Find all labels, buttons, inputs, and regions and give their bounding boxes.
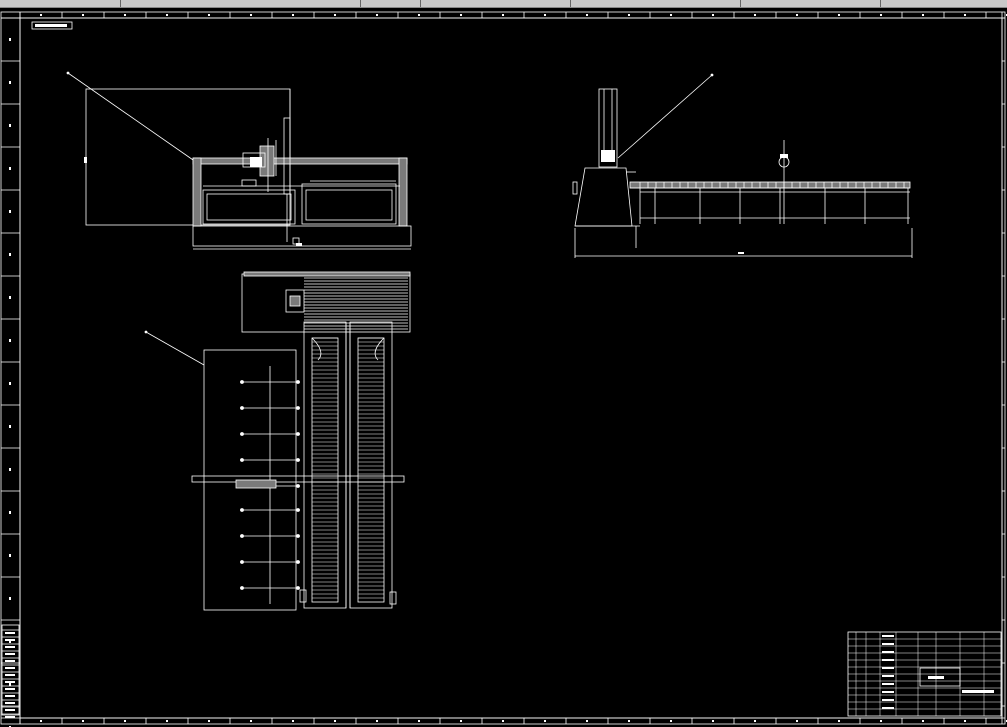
left-edge-stamp <box>1 624 20 718</box>
toolbar-segment[interactable] <box>740 0 881 7</box>
window-toolbar-strip <box>0 0 1007 8</box>
frame-zone-ticks <box>1 12 1007 727</box>
cad-drawing-canvas[interactable] <box>0 7 1007 727</box>
title-block <box>847 631 1002 717</box>
toolbar-segment[interactable] <box>570 0 741 7</box>
frame-label-box <box>31 21 73 30</box>
sheet-frame <box>0 11 1007 727</box>
side-view-assembly <box>572 73 913 258</box>
toolbar-segment[interactable] <box>880 0 1007 7</box>
front-view-assembly <box>66 71 412 250</box>
toolbar-segment[interactable] <box>360 0 421 7</box>
plan-view-assembly <box>144 271 411 611</box>
toolbar-segment[interactable] <box>420 0 571 7</box>
toolbar-segment[interactable] <box>0 0 121 7</box>
toolbar-segment[interactable] <box>120 0 361 7</box>
